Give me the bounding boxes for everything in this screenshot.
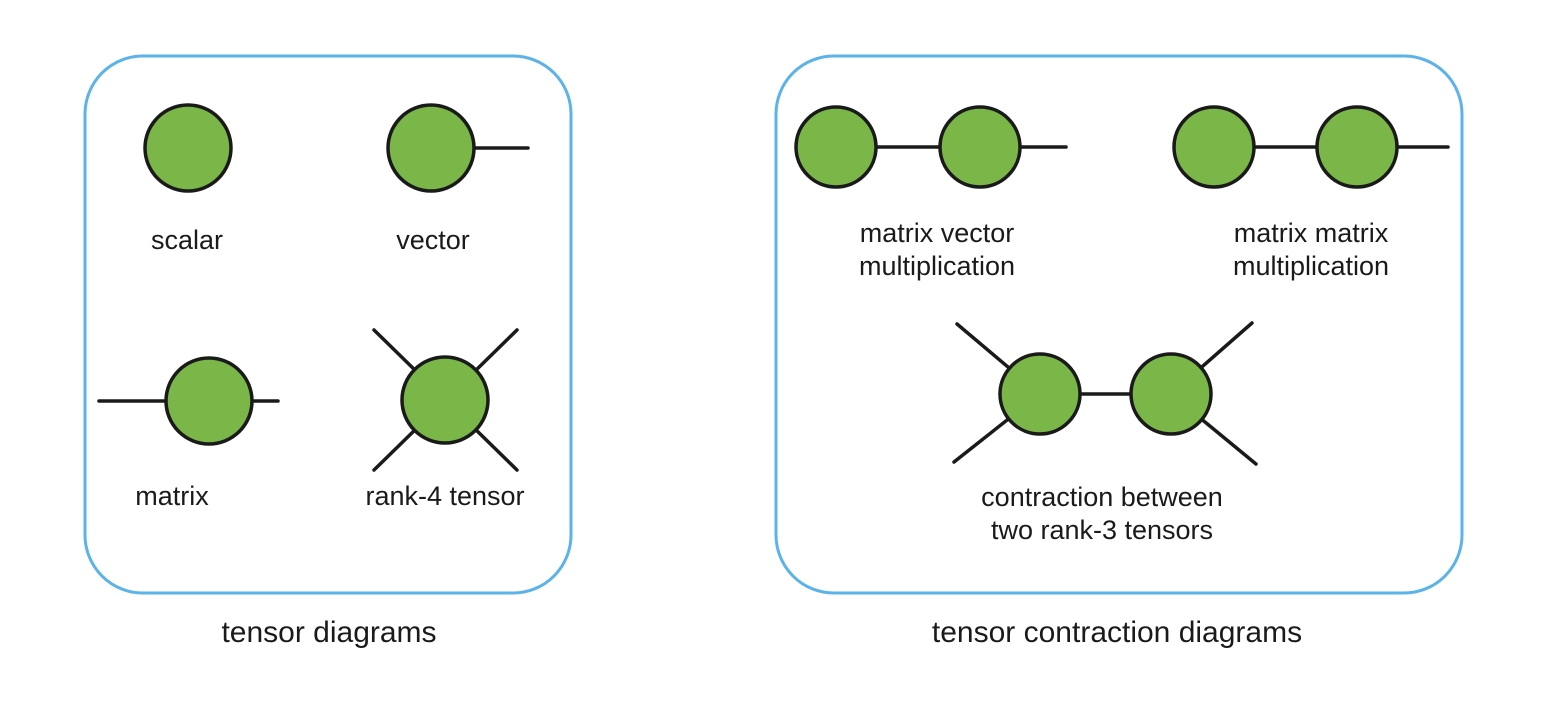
- rank4-tensor-label: rank-4 tensor: [365, 481, 525, 511]
- matrix-vector-label: matrix vector multiplication: [859, 217, 1015, 283]
- matrix-label: matrix: [135, 481, 209, 511]
- rank3-left-node-icon: [998, 352, 1082, 436]
- matrix-matrix-multiplication-diagram: [1172, 105, 1450, 189]
- rank3-contraction-label-line1: contraction between: [981, 482, 1223, 512]
- vector-diagram: [386, 103, 530, 193]
- rank3-contraction-diagram: [952, 321, 1258, 466]
- rank4-tensor-diagram: [372, 328, 519, 472]
- matrix-matrix-left-node-icon: [1172, 105, 1256, 189]
- matrix-vector-right-node-icon: [938, 105, 1022, 189]
- matrix-matrix-right-node-icon: [1315, 105, 1399, 189]
- left-panel-caption: tensor diagrams: [221, 616, 437, 649]
- vector-label: vector: [396, 225, 470, 255]
- rank3-contraction-label: contraction between two rank-3 tensors: [981, 481, 1223, 547]
- matrix-node-icon: [164, 356, 254, 446]
- vector-node-icon: [386, 103, 476, 193]
- matrix-matrix-label: matrix matrix multiplication: [1233, 217, 1389, 283]
- matrix-vector-multiplication-diagram: [794, 105, 1068, 189]
- scalar-label: scalar: [150, 225, 224, 255]
- scalar-node-icon: [143, 103, 233, 193]
- rank4-tensor-node-icon: [400, 355, 490, 445]
- matrix-diagram: [97, 356, 280, 446]
- rank3-contraction-label-line2: two rank-3 tensors: [990, 515, 1214, 545]
- tensor-contraction-panel-border: [774, 54, 1464, 595]
- matrix-vector-left-node-icon: [794, 105, 878, 189]
- matrix-vector-label-line1: matrix vector: [859, 218, 1015, 248]
- matrix-matrix-label-line1: matrix matrix: [1233, 218, 1389, 248]
- right-panel-caption: tensor contraction diagrams: [931, 616, 1303, 649]
- matrix-matrix-label-line2: multiplication: [1232, 251, 1390, 281]
- tensor-diagrams-panel-border: [83, 54, 573, 595]
- matrix-vector-label-line2: multiplication: [858, 251, 1016, 281]
- scalar-diagram: [143, 103, 233, 193]
- rank3-right-node-icon: [1129, 352, 1213, 436]
